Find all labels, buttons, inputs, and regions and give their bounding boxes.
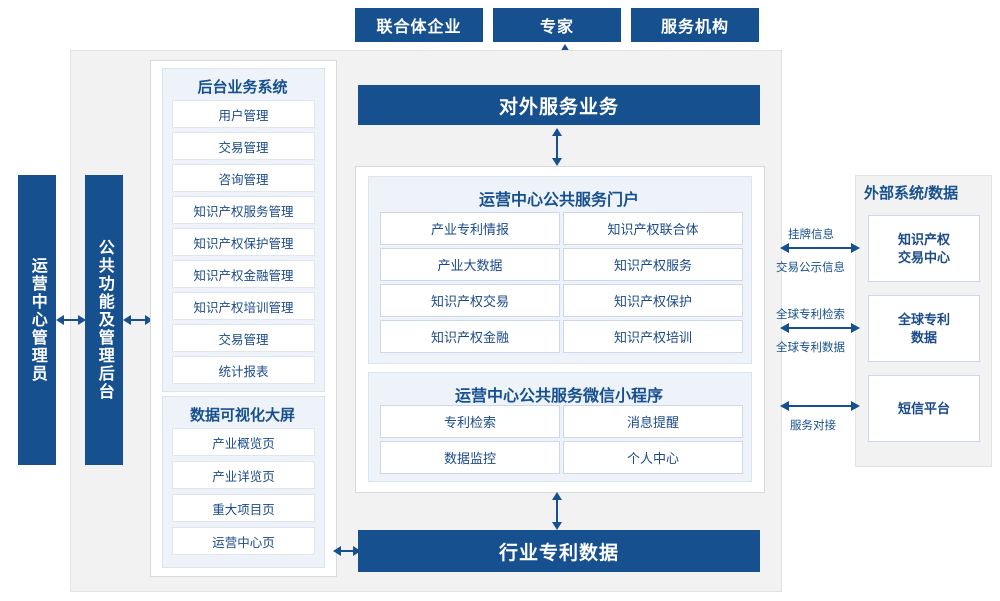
backend-item-7: 交易管理 (172, 324, 315, 352)
column-common-function: 公共功能及管理后台 (85, 175, 123, 465)
miniprogram-item-2: 数据监控 (380, 441, 560, 474)
top-item-union-enterprise: 联合体企业 (355, 8, 483, 42)
backend-item-8: 统计报表 (172, 356, 315, 384)
portal-item-2: 产业大数据 (380, 248, 560, 281)
backend-item-5: 知识产权金融管理 (172, 260, 315, 288)
portal-item-6: 知识产权金融 (380, 320, 560, 353)
miniprogram-title: 运营中心公共服务微信小程序 (454, 388, 663, 405)
portal-item-0: 产业专利情报 (380, 212, 560, 245)
backend-item-2: 咨询管理 (172, 164, 315, 192)
industry-data-bar: 行业专利数据 (358, 530, 760, 572)
visualization-item-2: 重大项目页 (172, 494, 315, 522)
arrow-to-global-patent (780, 323, 860, 333)
arrow-service-to-portal (552, 128, 562, 166)
visualization-title: 数据可视化大屏 (189, 407, 295, 424)
portal-item-3: 知识产权服务 (563, 248, 743, 281)
external-service-bar: 对外服务业务 (358, 85, 760, 125)
label-global-patent-search: 全球专利检索 (776, 309, 845, 321)
backend-item-4: 知识产权保护管理 (172, 228, 315, 256)
miniprogram-item-3: 个人中心 (563, 441, 743, 474)
arrow-admin-to-common (56, 315, 86, 325)
top-item-service-agency: 服务机构 (631, 8, 759, 42)
portal-title: 运营中心公共服务门户 (478, 192, 639, 209)
miniprogram-item-0: 专利检索 (380, 405, 560, 438)
portal-item-1: 知识产权联合体 (563, 212, 743, 245)
label-listing-info: 挂牌信息 (788, 229, 834, 241)
external-system-global-patent-data: 全球专利 数据 (868, 295, 980, 362)
label-trade-public-info: 交易公示信息 (776, 262, 845, 274)
visualization-item-0: 产业概览页 (172, 428, 315, 456)
backend-item-6: 知识产权培训管理 (172, 292, 315, 320)
external-systems-title: 外部系统/数据 (864, 185, 959, 202)
column-operation-admin: 运营中心管理员 (18, 175, 56, 465)
visualization-item-3: 运营中心页 (172, 527, 315, 555)
arrow-to-sms-platform (780, 401, 860, 411)
backend-system-title: 后台业务系统 (197, 79, 288, 96)
portal-item-5: 知识产权保护 (563, 284, 743, 317)
backend-item-0: 用户管理 (172, 100, 315, 128)
portal-item-7: 知识产权培训 (563, 320, 743, 353)
arrow-visualization-to-industry (333, 546, 361, 556)
arrow-portal-to-industry (552, 492, 562, 530)
label-global-patent-data: 全球专利数据 (776, 342, 845, 354)
visualization-item-1: 产业详览页 (172, 461, 315, 489)
label-service-docking: 服务对接 (790, 420, 836, 432)
backend-item-3: 知识产权服务管理 (172, 196, 315, 224)
arrow-common-to-backend (123, 315, 153, 325)
top-item-expert: 专家 (493, 8, 621, 42)
external-system-ip-exchange: 知识产权 交易中心 (868, 215, 980, 282)
external-system-sms-platform: 短信平台 (868, 375, 980, 442)
miniprogram-item-1: 消息提醒 (563, 405, 743, 438)
arrow-to-ip-exchange (780, 243, 860, 253)
backend-item-1: 交易管理 (172, 132, 315, 160)
portal-item-4: 知识产权交易 (380, 284, 560, 317)
